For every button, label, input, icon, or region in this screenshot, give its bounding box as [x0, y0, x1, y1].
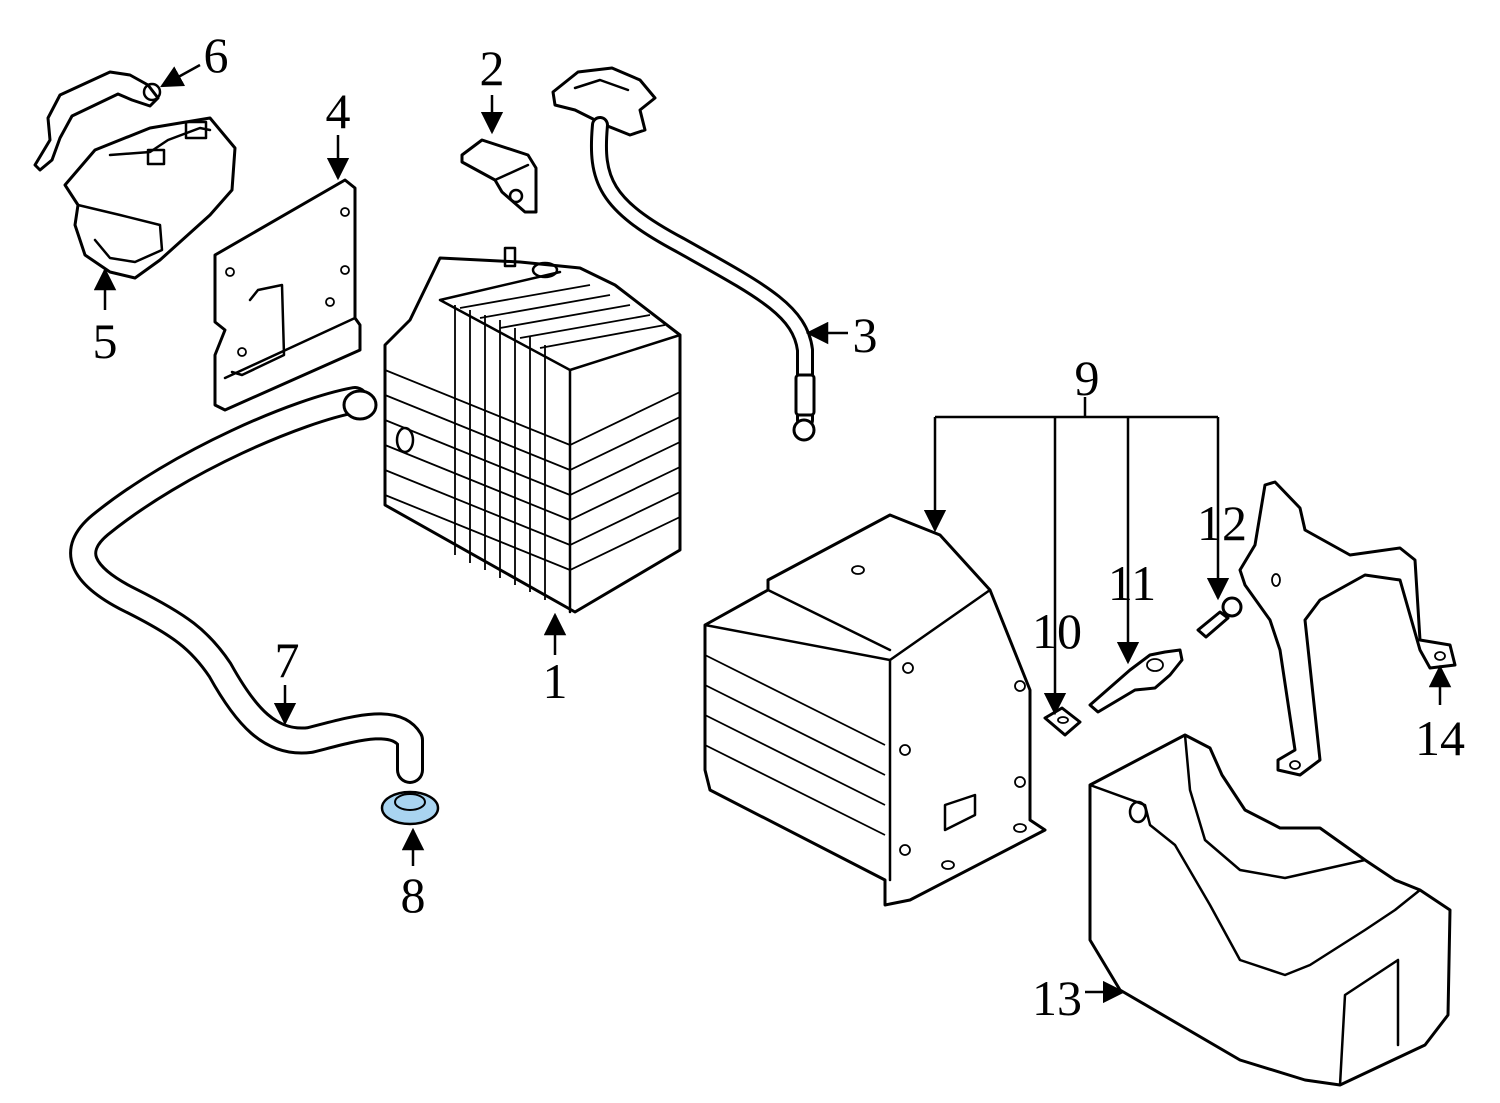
callout-2: 2 [480, 40, 505, 96]
callout-12: 12 [1197, 495, 1247, 551]
callout-6: 6 [204, 27, 229, 83]
callout-11: 11 [1108, 555, 1156, 611]
callout-1: 1 [543, 653, 568, 709]
part-10-clip[interactable] [1043, 706, 1082, 737]
battery-grid [384, 284, 681, 600]
callout-labels: 1 2 3 4 5 6 7 8 9 10 11 12 13 14 [93, 27, 1466, 1026]
part-13-cover[interactable] [1088, 733, 1452, 1087]
leader-lines [93, 63, 1452, 1004]
callout-3: 3 [853, 307, 878, 363]
callout-14: 14 [1415, 710, 1465, 766]
part-1-battery[interactable] [383, 246, 682, 614]
part-11-holddown[interactable] [1088, 648, 1184, 714]
part-4-panel[interactable] [213, 178, 362, 412]
callout-9: 9 [1075, 350, 1100, 406]
part-7-hose[interactable] [69, 386, 424, 784]
part-14-bracket[interactable] [1238, 480, 1457, 777]
callout-8: 8 [401, 867, 426, 923]
part-5-cover[interactable] [63, 116, 237, 280]
part-3-cable[interactable] [551, 66, 816, 442]
callout-4: 4 [326, 83, 351, 139]
part-6-bracket[interactable] [33, 70, 162, 172]
part-2-bracket[interactable] [460, 138, 538, 214]
part-12-bolt[interactable] [1196, 596, 1243, 639]
callout-13: 13 [1032, 970, 1082, 1026]
callout-10: 10 [1032, 603, 1082, 659]
callout-5: 5 [93, 313, 118, 369]
callout-7: 7 [275, 632, 300, 688]
part-8-grommet[interactable] [380, 790, 440, 826]
part-9-tray[interactable] [703, 513, 1047, 907]
